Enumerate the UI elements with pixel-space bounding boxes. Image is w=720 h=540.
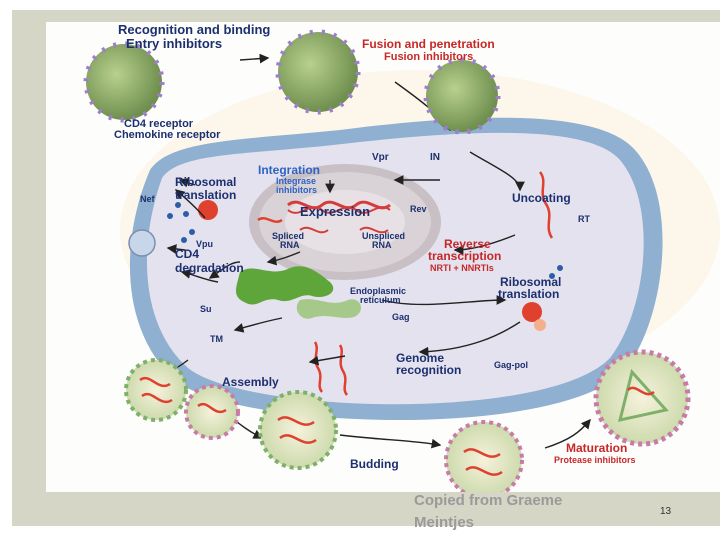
nucleus xyxy=(249,164,441,280)
label-cd4-receptor: CD4 receptor xyxy=(124,118,194,130)
label-reverse-2: transcription xyxy=(428,249,501,263)
label-spliced-2: RNA xyxy=(280,240,300,250)
image-credit: Copied from Graeme Meintjes xyxy=(414,490,614,534)
label-reverse-1: Reverse xyxy=(444,237,491,251)
slide-frame-left xyxy=(12,10,46,526)
label-cd4-degradation-2: degradation xyxy=(175,261,244,275)
label-rt: RT xyxy=(578,214,590,224)
label-er-2: reticulum xyxy=(360,295,401,305)
virion-budding-3 xyxy=(444,420,524,492)
virion-binding xyxy=(275,29,361,115)
viral-rna xyxy=(257,171,554,396)
virion-budding-1 xyxy=(184,384,240,440)
label-unspliced-2: RNA xyxy=(372,240,392,250)
label-chemokine-receptor: Chemokine receptor xyxy=(114,129,221,141)
label-su: Su xyxy=(200,304,212,314)
label-vpu: Vpu xyxy=(196,239,213,249)
label-unspliced-1: Unspliced xyxy=(362,231,405,241)
image-credit-line-1: Copied from Graeme xyxy=(414,492,563,509)
protein-dots xyxy=(167,202,563,279)
label-er-1: Endoplasmic xyxy=(350,286,406,296)
label-spliced-1: Spliced xyxy=(272,231,304,241)
label-translation-1: translation xyxy=(175,188,236,202)
label-fusion: Fusion and penetration xyxy=(362,37,495,51)
virion-assembly xyxy=(124,358,188,422)
ribosome xyxy=(522,302,542,322)
page-number: 13 xyxy=(660,506,672,517)
endoplasmic-reticulum xyxy=(236,266,362,319)
virion-mature xyxy=(593,349,691,447)
label-integration: Integration xyxy=(258,163,320,177)
image-credit-line-2: Meintjes xyxy=(414,514,475,531)
label-gagpol: Gag-pol xyxy=(494,360,528,370)
label-integrase-inhibitors: Integrase xyxy=(276,176,316,186)
label-protease-inhibitors: Protease inhibitors xyxy=(554,455,636,465)
label-ribosomal-2: Ribosomal xyxy=(500,275,561,289)
virion-budding-2 xyxy=(258,390,338,470)
label-budding: Budding xyxy=(350,457,399,471)
proteasome xyxy=(128,229,156,257)
virion-recognition xyxy=(83,41,165,123)
label-ribosomal-1: Ribosomal xyxy=(175,175,236,189)
label-translation-2: translation xyxy=(498,287,559,301)
slide-frame-bottom xyxy=(12,492,720,526)
label-integrase-inhibitors-2: inhibitors xyxy=(276,185,317,195)
label-entry-inhibitors: Entry inhibitors xyxy=(126,36,222,51)
label-nef: Nef xyxy=(140,194,156,204)
label-genome-1: Genome xyxy=(396,351,444,365)
label-cd4-degradation-1: CD4 xyxy=(175,247,199,261)
label-tm: TM xyxy=(210,334,223,344)
label-genome-2: recognition xyxy=(396,363,461,377)
label-maturation: Maturation xyxy=(566,441,627,455)
ribosome xyxy=(198,200,218,220)
hiv-lifecycle-diagram: Recognition and binding Entry inhibitors… xyxy=(46,22,720,492)
ribosome xyxy=(534,319,546,331)
label-fusion-inhibitors: Fusion inhibitors xyxy=(384,51,473,63)
virion-fusion xyxy=(423,57,501,135)
label-recognition: Recognition and binding xyxy=(118,22,270,37)
label-rev: Rev xyxy=(410,204,427,214)
label-in: IN xyxy=(430,152,440,163)
label-nrti: NRTI + NNRTIs xyxy=(430,263,494,273)
slide-frame-top xyxy=(12,10,720,22)
label-assembly: Assembly xyxy=(222,375,279,389)
label-gag: Gag xyxy=(392,312,410,322)
label-vpr: Vpr xyxy=(372,152,389,163)
label-uncoating: Uncoating xyxy=(512,191,571,205)
label-expression: Expression xyxy=(300,204,370,219)
